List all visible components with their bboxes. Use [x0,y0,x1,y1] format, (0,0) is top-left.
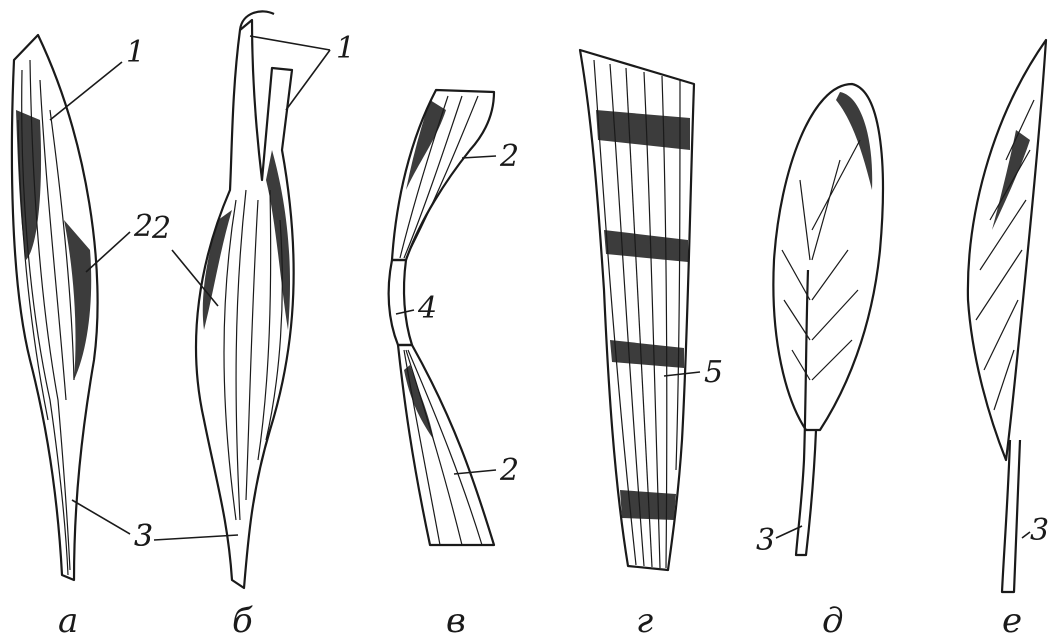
callout-v-4: 4 [417,291,437,326]
panel-b-biceps-muscle [154,11,330,588]
muscle-g-shading-3 [610,340,684,368]
callout-v-2-bottom-leader [454,470,496,474]
callout-b-1: 1 [336,31,355,66]
callout-a-2-leader [86,232,130,272]
callout-a-3-leader [72,500,130,534]
muscle-a-belly-shading-2 [64,220,91,380]
callout-d-3: 3 [756,523,775,558]
callout-g-5-leader [664,372,700,376]
muscle-e-tendon [1002,440,1020,592]
muscle-b-fibers [224,190,282,520]
muscle-d-fibers [782,140,860,380]
callout-v-2-bottom: 2 [499,453,519,488]
muscle-b-tendon-hook [240,11,274,30]
panel-label-d: д [822,601,844,641]
callout-v-2-top-leader [462,156,496,158]
callout-b-1-leader-b [286,50,330,110]
panel-label-b: б [232,601,253,641]
callout-b-1-leader-a [250,36,330,50]
callout-a-2: 2 [133,209,153,244]
muscle-e-shading [992,130,1030,230]
panel-label-v: в [446,601,466,641]
muscle-b-outline [196,20,294,588]
callout-b-3-leader [154,535,238,540]
callout-g-5: 5 [704,355,723,390]
panel-label-a: а [58,601,78,641]
callout-v-2-top: 2 [499,139,519,174]
muscle-g-shading-1 [596,110,690,150]
muscle-g-shading-2 [604,230,688,262]
panel-d-bipennate-muscle [773,84,883,555]
callout-b-3: 3 [134,519,153,554]
panel-label-g: г [636,601,653,641]
muscle-v-tendon [389,260,412,345]
callout-a-1: 1 [126,35,145,70]
callout-e-3-leader [1022,532,1030,538]
panel-label-e: е [1002,601,1022,641]
muscle-e-outline [968,40,1046,460]
panel-a-fusiform-muscle [12,35,130,580]
panel-v-digastric-muscle [389,90,496,545]
callout-b-2: 2 [151,211,171,246]
callout-e-3: 3 [1030,513,1049,548]
muscle-d-tendon [796,270,816,555]
panel-g-segmented-muscle [580,50,700,570]
panel-e-unipennate-muscle [968,40,1046,592]
